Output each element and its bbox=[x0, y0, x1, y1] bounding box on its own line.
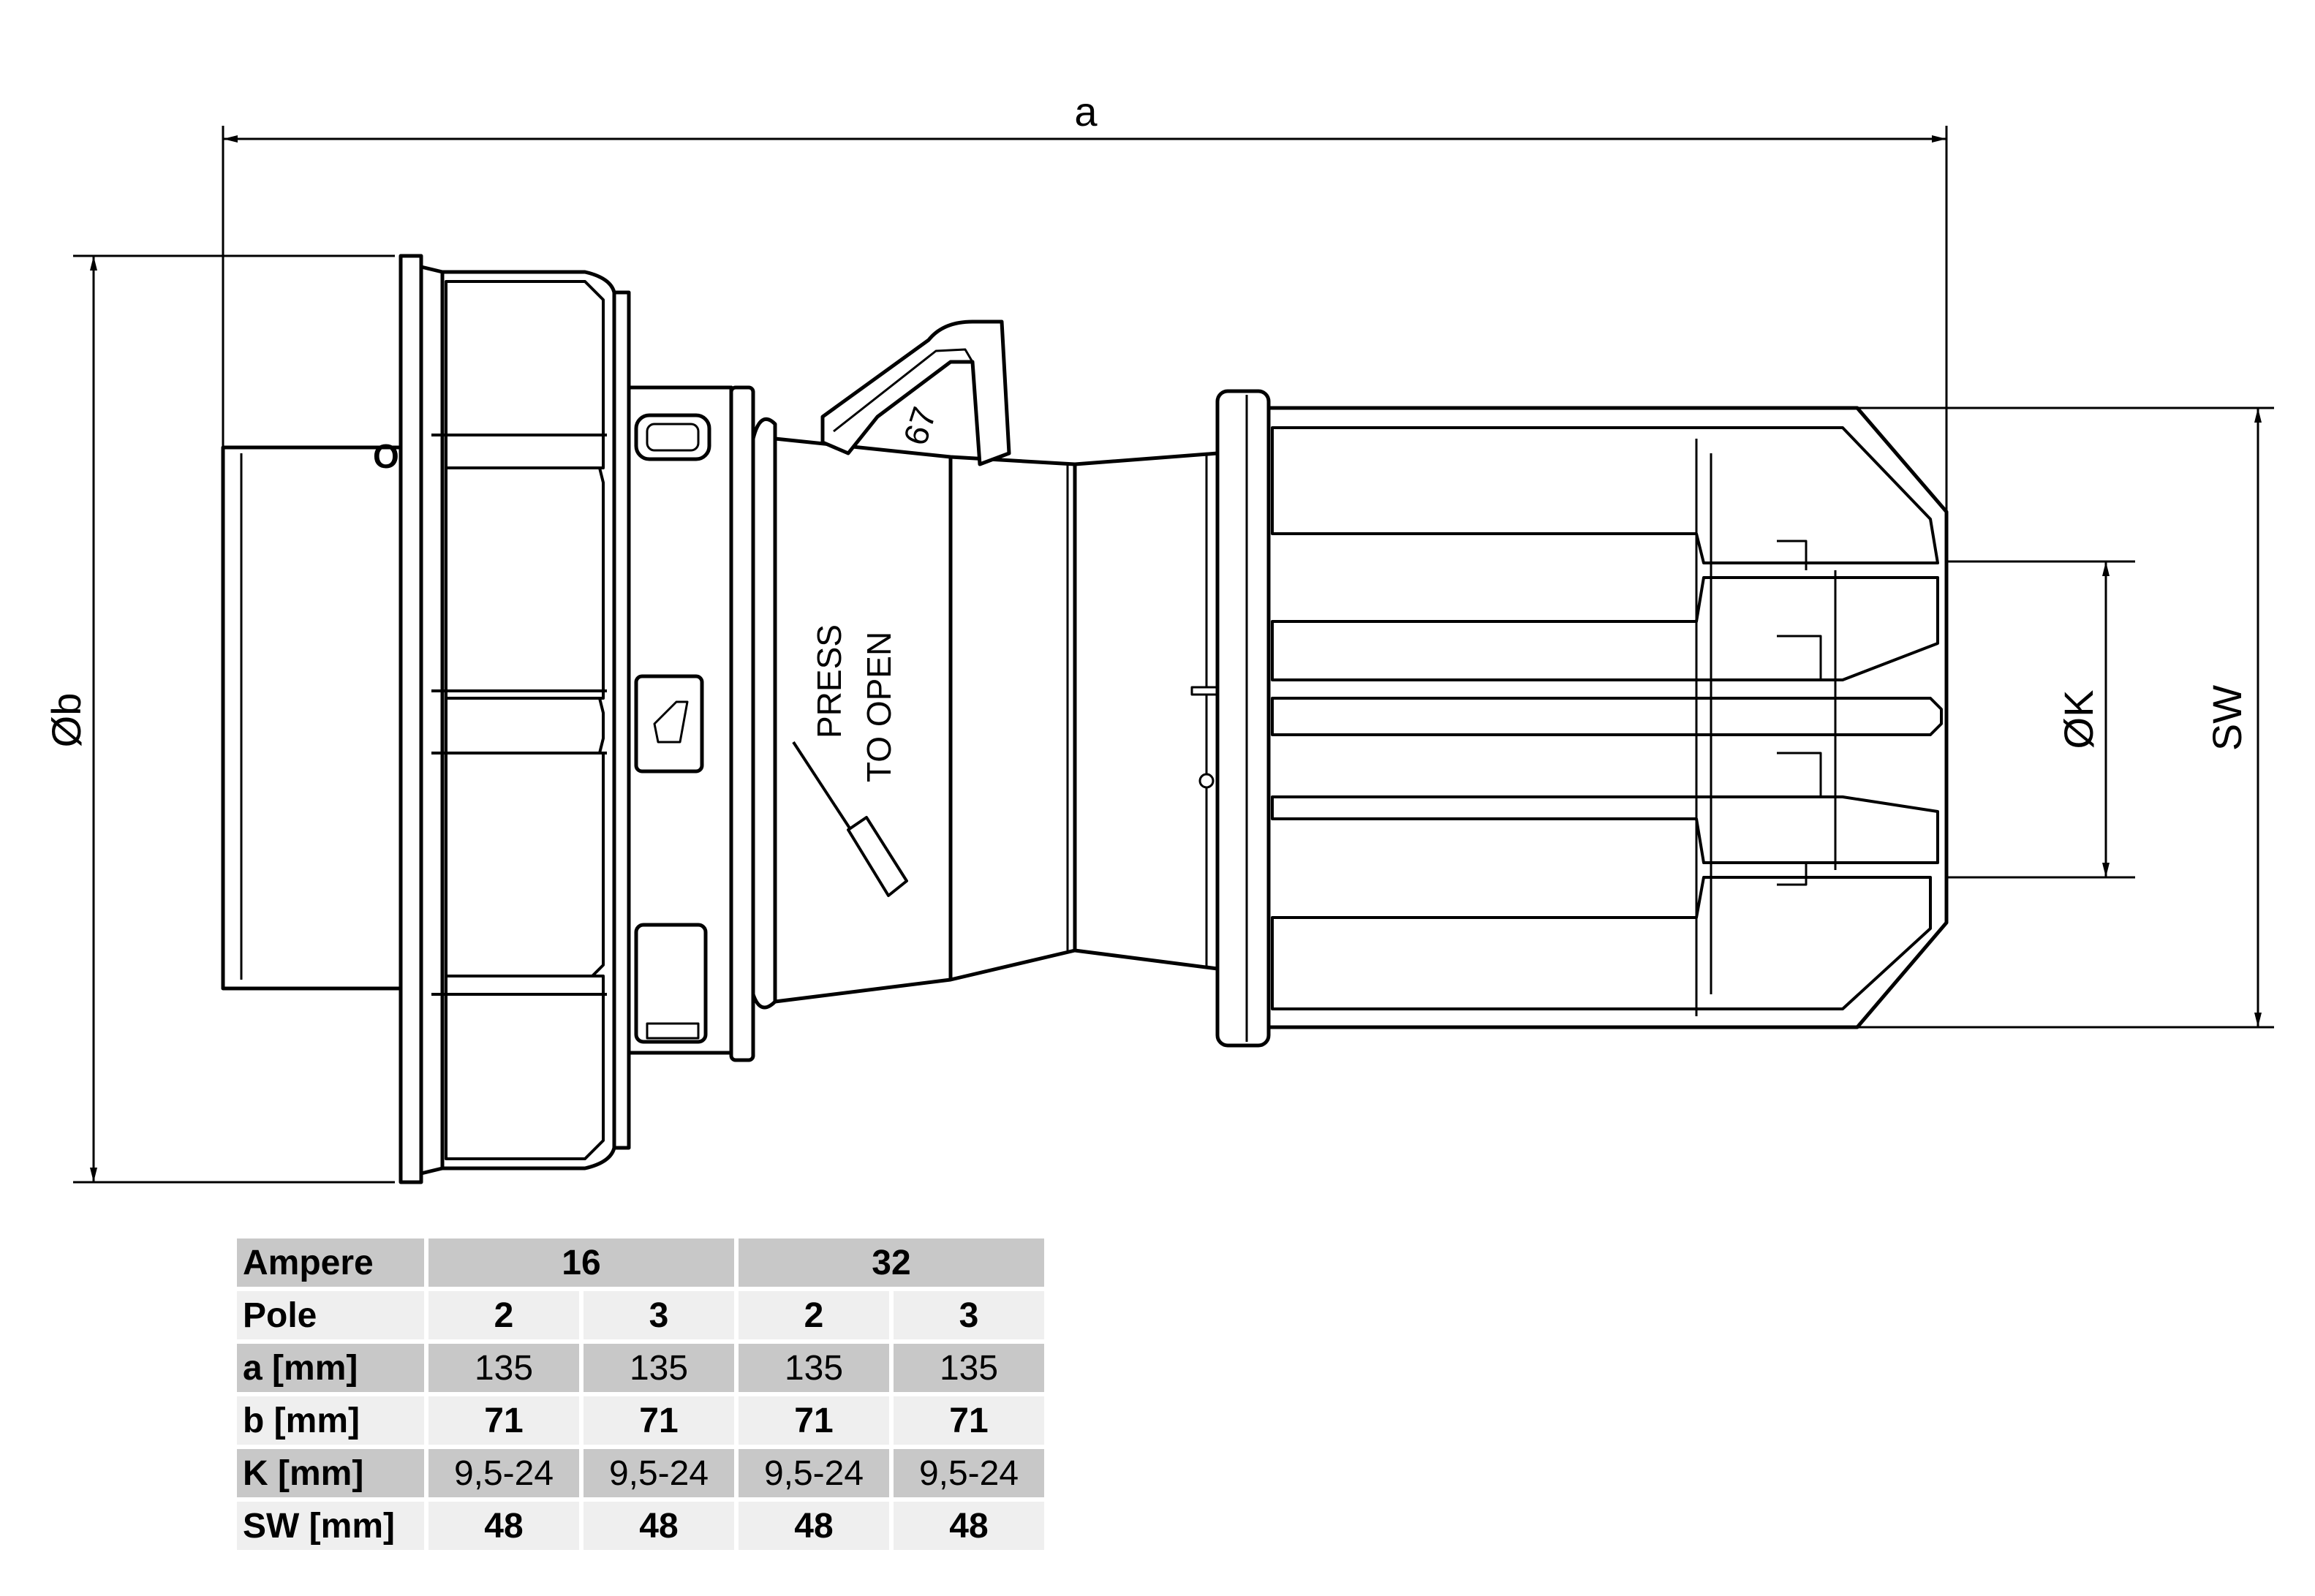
ampere-32: 32 bbox=[739, 1238, 1044, 1287]
row-label: SW [mm] bbox=[237, 1502, 424, 1550]
row-label: a [mm] bbox=[237, 1344, 424, 1392]
table-cell: 135 bbox=[428, 1344, 579, 1392]
front-sleeve bbox=[221, 445, 408, 991]
dimension-a-label: a bbox=[1074, 88, 1098, 135]
cable-gland bbox=[1266, 406, 1949, 1029]
dimension-sw-label: SW bbox=[2204, 685, 2250, 751]
table-cell: 2 bbox=[428, 1291, 579, 1339]
table-cell: 3 bbox=[894, 1291, 1044, 1339]
table-cell: 2 bbox=[739, 1291, 889, 1339]
rear-flange bbox=[1215, 389, 1271, 1048]
neck bbox=[1073, 451, 1220, 971]
table-cell: 135 bbox=[739, 1344, 889, 1392]
table-cell: 48 bbox=[428, 1502, 579, 1550]
table-cell: 48 bbox=[584, 1502, 734, 1550]
number-marking: 67 bbox=[896, 402, 943, 450]
lever-housing bbox=[773, 319, 1077, 1004]
table-cell: 48 bbox=[894, 1502, 1044, 1550]
row-label: K [mm] bbox=[237, 1449, 424, 1497]
table-cell: 3 bbox=[584, 1291, 734, 1339]
table-cell: 135 bbox=[584, 1344, 734, 1392]
table-row: K [mm] 9,5-24 9,5-24 9,5-24 9,5-24 bbox=[237, 1449, 1044, 1497]
table-cell: 9,5-24 bbox=[894, 1449, 1044, 1497]
row-label-ampere: Ampere bbox=[237, 1238, 424, 1287]
dimension-b bbox=[73, 254, 395, 1184]
dimension-k-label: ØK bbox=[2055, 690, 2101, 749]
row-label: b [mm] bbox=[237, 1396, 424, 1445]
table-row: Pole 2 3 2 3 bbox=[237, 1291, 1044, 1339]
table-row-ampere: Ampere 16 32 bbox=[237, 1238, 1044, 1287]
table-cell: 71 bbox=[894, 1396, 1044, 1445]
table-row: b [mm] 71 71 71 71 bbox=[237, 1396, 1044, 1445]
dimension-a bbox=[222, 126, 1948, 563]
spec-table: Ampere 16 32 Pole 2 3 2 3 a [mm] 135 135… bbox=[233, 1234, 1049, 1554]
table-cell: 48 bbox=[739, 1502, 889, 1550]
table-cell: 135 bbox=[894, 1344, 1044, 1392]
mid-body bbox=[612, 290, 733, 1150]
table-cell: 71 bbox=[428, 1396, 579, 1445]
table-cell: 71 bbox=[584, 1396, 734, 1445]
dimension-b-label: Øb bbox=[43, 693, 89, 748]
press-text: PRESS bbox=[810, 624, 848, 738]
collar-ring bbox=[729, 385, 777, 1062]
table-row: a [mm] 135 135 135 135 bbox=[237, 1344, 1044, 1392]
table-cell: 9,5-24 bbox=[584, 1449, 734, 1497]
table-cell: 9,5-24 bbox=[739, 1449, 889, 1497]
to-open-text: TO OPEN bbox=[860, 632, 898, 782]
row-label: Pole bbox=[237, 1291, 424, 1339]
table-row: SW [mm] 48 48 48 48 bbox=[237, 1502, 1044, 1550]
table-cell: 71 bbox=[739, 1396, 889, 1445]
ampere-16: 16 bbox=[428, 1238, 734, 1287]
connector-body: OPEN bbox=[221, 254, 1949, 1184]
front-flange bbox=[399, 254, 616, 1184]
table-cell: 9,5-24 bbox=[428, 1449, 579, 1497]
